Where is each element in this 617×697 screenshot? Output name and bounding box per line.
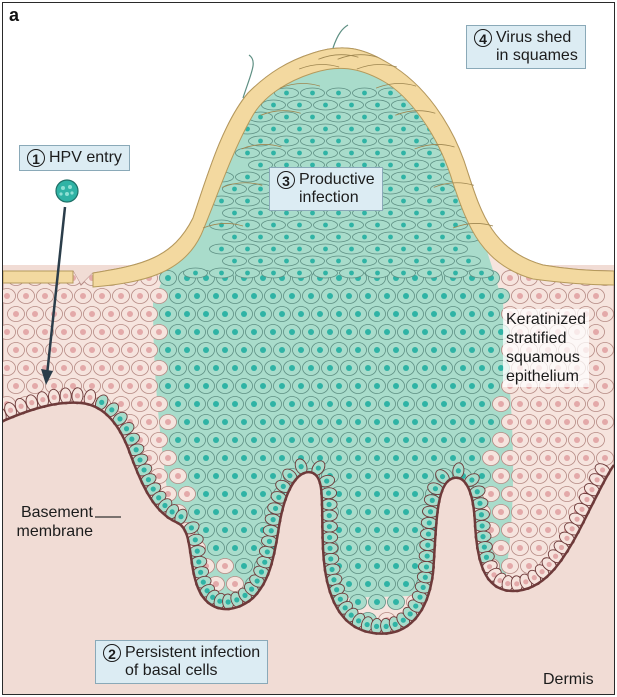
callout-virus-shed-line2: in squames xyxy=(474,47,578,64)
epithelium-label: Keratinized stratified squamous epitheli… xyxy=(503,309,589,387)
callout-hpv-entry-text: HPV entry xyxy=(49,149,122,166)
basement-membrane-label: Basement membrane xyxy=(15,503,93,541)
basement-label-line2: membrane xyxy=(15,522,93,541)
step-number-3: 3 xyxy=(277,171,295,189)
callout-persistent-line1: Persistent infection xyxy=(125,644,260,661)
epithelium-label-line4: epithelium xyxy=(506,367,586,386)
panel-label: a xyxy=(9,5,19,26)
step-number-2: 2 xyxy=(103,644,121,662)
step-number-4: 4 xyxy=(474,29,492,47)
hpv-virion xyxy=(56,180,78,202)
virion-icon xyxy=(56,180,78,202)
basement-label-line1: Basement xyxy=(15,503,93,522)
callout-productive-line2: infection xyxy=(277,189,359,206)
step-number-1: 1 xyxy=(27,149,45,167)
callout-persistent-line2: of basal cells xyxy=(103,662,218,679)
callout-virus-shed-line1: Virus shed xyxy=(496,29,571,46)
callout-productive-line1: Productive xyxy=(299,171,375,188)
dermis-label: Dermis xyxy=(543,670,594,689)
epithelium-label-line2: stratified xyxy=(506,329,586,348)
epithelium-label-line1: Keratinized xyxy=(506,310,586,329)
epithelium-label-line3: squamous xyxy=(506,348,586,367)
